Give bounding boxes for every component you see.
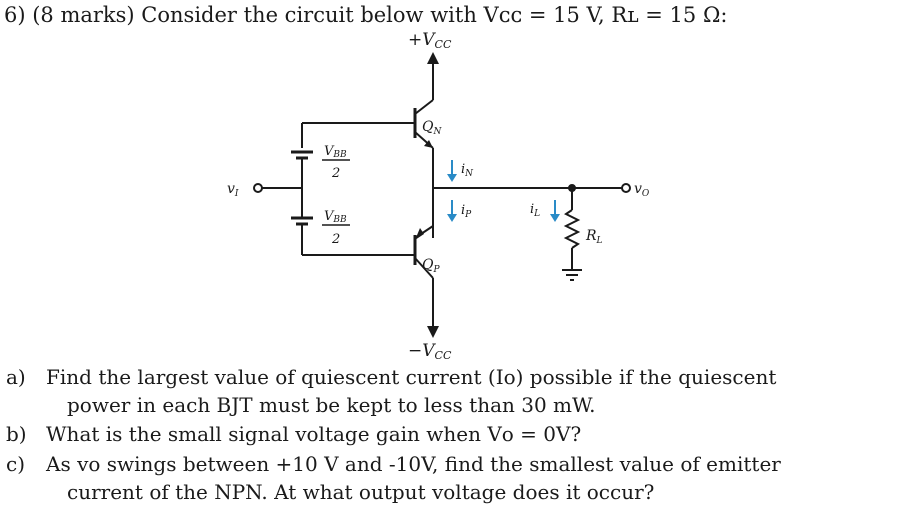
part-b-label: b) (6, 422, 27, 446)
load-resistor (563, 209, 581, 249)
output-terminal (621, 183, 631, 193)
part-b-text: What is the small signal voltage gain wh… (46, 422, 582, 446)
qp-emitter-arrow (415, 228, 424, 240)
il-label: iL (530, 202, 540, 219)
qn-collector (414, 99, 434, 115)
part-c: c) As vᴏ swings between +10 V and -10V, f… (6, 450, 781, 506)
il-arrow-head (550, 214, 560, 222)
in-arrow-head (447, 174, 457, 182)
part-a-label: a) (6, 365, 26, 389)
in-label: iN (461, 162, 474, 179)
question-title: 6) (8 marks) Consider the circuit below … (4, 3, 728, 27)
neg-vcc-arrow (427, 326, 439, 338)
part-b: b) What is the small signal voltage gain … (6, 420, 581, 448)
vi-label: vI (227, 181, 239, 199)
vbb1-denominator: 2 (331, 166, 340, 181)
ip-arrow-head (447, 214, 457, 222)
qp-emitter (414, 257, 434, 279)
rl-label: RL (585, 228, 603, 246)
qn-emitter-arrow (424, 140, 433, 148)
vcc-pos-label: +VCC (408, 30, 452, 51)
vo-label: vO (634, 181, 650, 199)
input-terminal (253, 183, 263, 193)
part-c-label: c) (6, 452, 26, 476)
vcc-arrow (427, 52, 439, 64)
vbb1-label: VBB (324, 144, 347, 160)
qp-label: QP (422, 257, 440, 275)
part-c-text-line2: current of the NPN. At what output volta… (67, 480, 655, 504)
part-a-text-line2: power in each BJT must be kept to less t… (67, 393, 596, 417)
ip-label: iP (461, 203, 472, 220)
part-a-text-line1: Find the largest value of quiescent curr… (46, 365, 777, 389)
vbb2-label: VBB (324, 209, 347, 225)
part-a: a) Find the largest value of quiescent cu… (6, 363, 776, 419)
vbb2-denominator: 2 (331, 232, 340, 247)
vcc-neg-label: −VCC (408, 341, 452, 362)
qn-label: QN (422, 119, 442, 137)
part-c-text-line1: As vᴏ swings between +10 V and -10V, fin… (46, 452, 781, 476)
